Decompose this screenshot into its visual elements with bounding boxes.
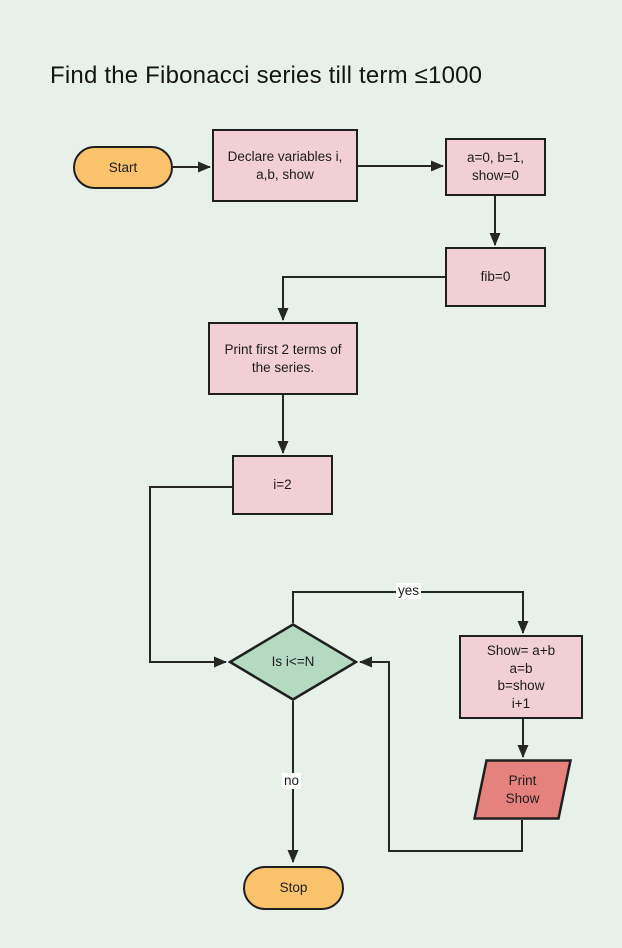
- io-parallelogram-shape: [473, 759, 572, 820]
- node-start: Start: [73, 146, 173, 189]
- node-init-values: a=0, b=1, show=0: [445, 138, 546, 196]
- node-declare-variables: Declare variables i, a,b, show: [212, 129, 358, 202]
- connector-i2-decision: [149, 486, 232, 668]
- page-title: Find the Fibonacci series till term ≤100…: [50, 62, 483, 89]
- node-i-equals-2-label: i=2: [273, 477, 292, 492]
- node-print-show: Print Show: [473, 759, 572, 820]
- edge-label-no: no: [282, 773, 302, 789]
- node-stop: Stop: [243, 866, 344, 910]
- node-show-update: Show= a+b a=b b=show i+1: [459, 635, 583, 719]
- node-fib-zero: fib=0: [445, 247, 546, 307]
- node-stop-label: Stop: [279, 880, 308, 895]
- node-init-values-label: a=0, b=1, show=0: [466, 150, 525, 183]
- node-start-label: Start: [108, 159, 138, 175]
- edge-label-yes: yes: [396, 583, 422, 599]
- connector-printshow-decision-loop: [359, 656, 523, 852]
- decision-diamond-shape: [228, 623, 358, 701]
- node-declare-variables-label: Declare variables i, a,b, show: [227, 148, 343, 182]
- node-print-show-label: Print Show: [505, 772, 540, 806]
- node-print-first-terms-label: Print first 2 terms of the series.: [224, 341, 342, 375]
- node-decision-is-i-lte-n: Is i<=N: [228, 623, 358, 701]
- node-i-equals-2: i=2: [232, 455, 333, 515]
- node-print-first-terms: Print first 2 terms of the series.: [208, 322, 358, 395]
- node-fib-zero-label: fib=0: [480, 269, 511, 284]
- node-decision-label: Is i<=N: [271, 654, 315, 669]
- connector-fib-print2: [277, 276, 445, 321]
- node-show-update-label: Show= a+b a=b b=show i+1: [486, 643, 556, 711]
